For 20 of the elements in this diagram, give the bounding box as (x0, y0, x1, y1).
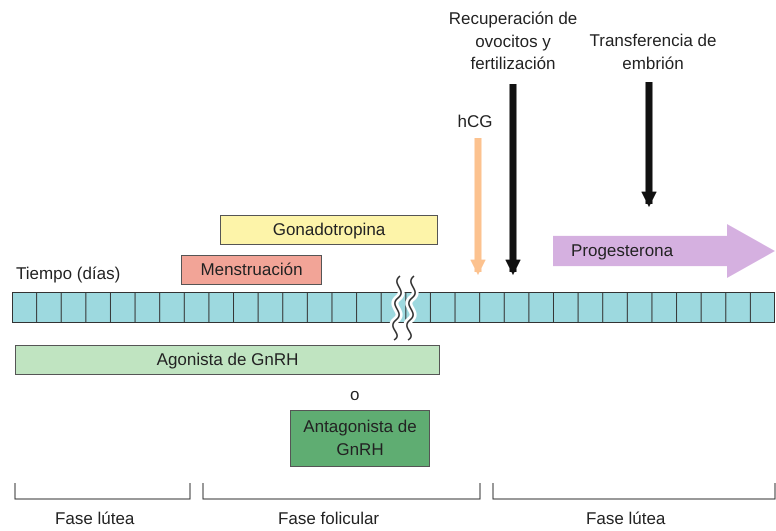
phase-label: Fase folicular (278, 509, 380, 529)
bar-label: Progesterona (571, 240, 674, 262)
treatment-bar (181, 255, 322, 285)
bar-label: Agonista de GnRH (156, 348, 298, 371)
bar-label: Menstruación (200, 258, 303, 281)
arrow (641, 82, 657, 208)
hormone-arrow (553, 224, 775, 278)
bar-label: Antagonista de GnRH (302, 416, 418, 460)
phase-label: Fase lútea (586, 509, 666, 529)
bar-label: Gonadotropina (272, 218, 386, 241)
conjunction-text: o (350, 385, 360, 405)
treatment-bar (15, 345, 440, 375)
timeline-bar (12, 292, 775, 323)
arrow (470, 138, 486, 276)
arrow (505, 84, 521, 276)
treatment-bar (220, 215, 438, 245)
phase-label: Fase lútea (55, 509, 134, 529)
hormone-label: hCG (446, 110, 504, 134)
axis-label: Tiempo (días) (16, 264, 120, 284)
treatment-bar (290, 410, 430, 467)
